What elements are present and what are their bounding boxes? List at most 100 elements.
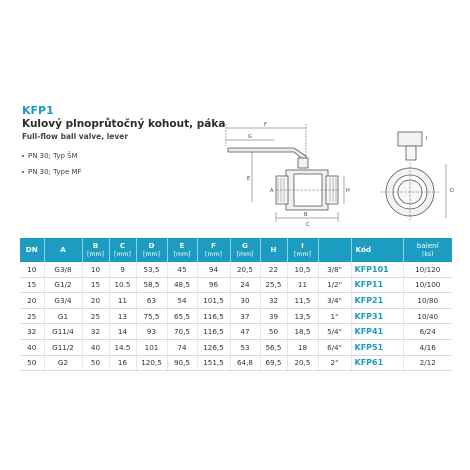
cell-h: 25,5 [260, 277, 288, 294]
dim-label-f: F [264, 122, 267, 128]
cell-c: 13 [109, 308, 137, 325]
cell-dn: 50 [20, 355, 45, 372]
cell-b: 50 [82, 355, 110, 372]
col-header-f: F[mm] [197, 238, 231, 262]
cell-i: 20,5 [287, 355, 319, 372]
cell-d: 53,5 [136, 262, 168, 278]
cell-size: 1" [318, 308, 352, 325]
cell-e: 70,5 [167, 323, 198, 340]
cell-size: 1/2" [318, 277, 352, 294]
cell-baleni: 10/100 [403, 277, 452, 294]
cell-dn: 32 [20, 323, 45, 340]
cell-e: 90,5 [167, 355, 198, 372]
cell-i: 18 [287, 339, 319, 356]
cell-g: 20,5 [230, 262, 261, 278]
dim-label-a: A [270, 188, 274, 194]
cell-baleni: 10/40 [403, 308, 452, 325]
cell-e: 45 [167, 262, 198, 278]
cell-f: 101,5 [197, 292, 231, 309]
cell-a: G11/4 [44, 323, 83, 340]
col-header-b: B[mm] [82, 238, 110, 262]
cell-kod: KFP11 [351, 277, 404, 294]
cell-d: 93 [136, 323, 168, 340]
cell-i: 10,5 [287, 262, 319, 278]
cell-b: 32 [82, 323, 110, 340]
cell-f: 151,5 [197, 355, 231, 372]
col-header-d: D[mm] [136, 238, 168, 262]
cell-g: 37 [230, 308, 261, 325]
col-header-size [318, 238, 352, 262]
cell-b: 15 [82, 277, 110, 294]
cell-dn: 25 [20, 308, 45, 325]
cell-a: G1 [44, 308, 83, 325]
cell-f: 94 [197, 262, 231, 278]
cell-kod: KFP41 [351, 323, 404, 340]
cell-e: 48,5 [167, 277, 198, 294]
cell-size: 6/4" [318, 339, 352, 356]
spec-table: DN A B[mm] C[mm] D[mm] E[mm] F[mm] G[mm]… [20, 238, 452, 372]
cell-i: 13,5 [287, 308, 319, 325]
cell-h: 50 [260, 323, 288, 340]
cell-d: 120,5 [136, 355, 168, 372]
cell-baleni: 6/24 [403, 323, 452, 340]
cell-dn: 10 [20, 262, 45, 278]
cell-e: 65,5 [167, 308, 198, 325]
cell-d: 75,5 [136, 308, 168, 325]
dim-label-d: D [450, 188, 454, 194]
cell-h: 69,5 [260, 355, 288, 372]
dim-label-h: H [346, 188, 350, 194]
cell-c: 10.5 [109, 277, 137, 294]
valve-technical-drawing: F G E A B C H D I [225, 122, 454, 228]
dim-label-g: G [248, 134, 252, 140]
table-header-row: DN A B[mm] C[mm] D[mm] E[mm] F[mm] G[mm]… [20, 238, 452, 262]
col-header-h: H [260, 238, 288, 262]
cell-kod: KFP21 [351, 292, 404, 309]
cell-a: G3/8 [44, 262, 83, 278]
cell-g: 24 [230, 277, 261, 294]
cell-g: 30 [230, 292, 261, 309]
col-header-c: C[mm] [109, 238, 137, 262]
cell-i: 11,5 [287, 292, 319, 309]
cell-d: 101 [136, 339, 168, 356]
product-title-en: Full-flow ball valve, lever [22, 132, 129, 141]
cell-baleni: 2/12 [403, 355, 452, 372]
cell-g: 64,8 [230, 355, 261, 372]
col-header-dn: DN [20, 238, 45, 262]
cell-e: 54 [167, 292, 198, 309]
bullet-item: PN 30; Typ ŠM [22, 148, 82, 164]
cell-i: 18,5 [287, 323, 319, 340]
cell-c: 11 [109, 292, 137, 309]
cell-a: G3/4 [44, 292, 83, 309]
col-header-kod: Kód [351, 238, 404, 262]
cell-baleni: 10/80 [403, 292, 452, 309]
cell-d: 58,5 [136, 277, 168, 294]
cell-a: G1/2 [44, 277, 83, 294]
product-code: KFP1 [22, 104, 54, 117]
cell-b: 25 [82, 308, 110, 325]
cell-g: 53 [230, 339, 261, 356]
col-header-g: G[mm] [230, 238, 261, 262]
dim-label-e: E [247, 176, 250, 182]
col-header-e: E[mm] [167, 238, 198, 262]
bullet-item: PN 30; Type MF [22, 164, 82, 180]
cell-f: 116,5 [197, 323, 231, 340]
cell-f: 126,5 [197, 339, 231, 356]
cell-size: 5/4" [318, 323, 352, 340]
cell-size: 2" [318, 355, 352, 372]
cell-h: 32 [260, 292, 288, 309]
cell-b: 20 [82, 292, 110, 309]
cell-e: 74 [167, 339, 198, 356]
cell-i: 11 [287, 277, 319, 294]
cell-size: 3/4" [318, 292, 352, 309]
cell-dn: 15 [20, 277, 45, 294]
cell-kod: KFP31 [351, 308, 404, 325]
cell-d: 63 [136, 292, 168, 309]
cell-a: G2 [44, 355, 83, 372]
cell-b: 10 [82, 262, 110, 278]
cell-c: 16 [109, 355, 137, 372]
